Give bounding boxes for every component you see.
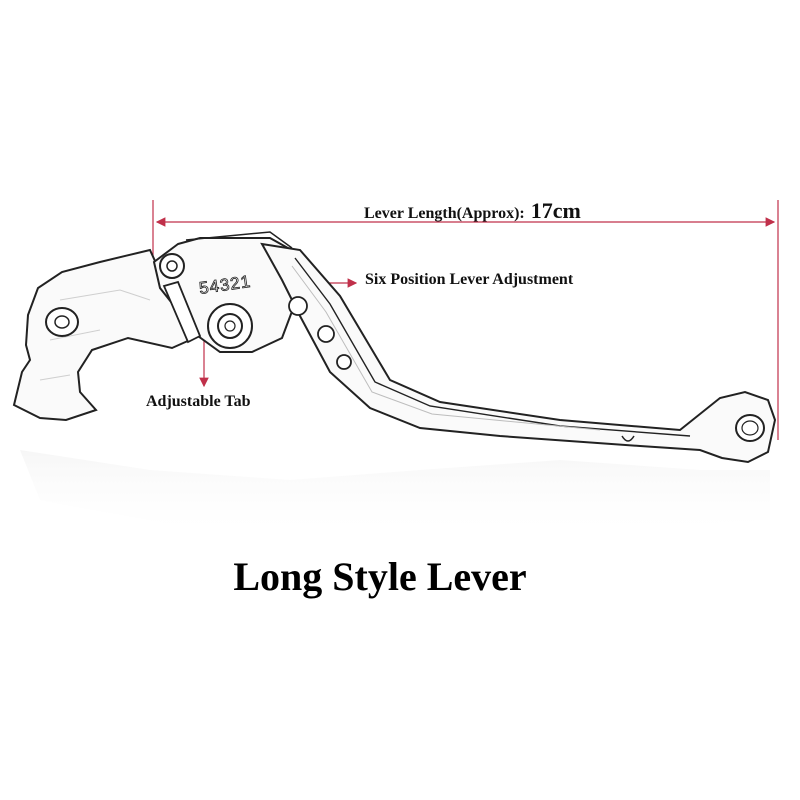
- adjustable-tab-label: Adjustable Tab: [146, 393, 251, 410]
- lever-reflection: [20, 450, 770, 540]
- six-position-adjustment-label: Six Position Lever Adjustment: [365, 271, 574, 288]
- lever-blade: [260, 242, 777, 464]
- lever-length-value: 17cm: [530, 198, 581, 223]
- lever-perch: [12, 248, 192, 422]
- lever-length-label: Lever Length(Approx):: [364, 205, 525, 222]
- lever-length-callout: Lever Length(Approx): 17cm: [364, 198, 581, 224]
- adjuster-housing: [152, 231, 302, 353]
- page-title: Long Style Lever: [233, 554, 527, 599]
